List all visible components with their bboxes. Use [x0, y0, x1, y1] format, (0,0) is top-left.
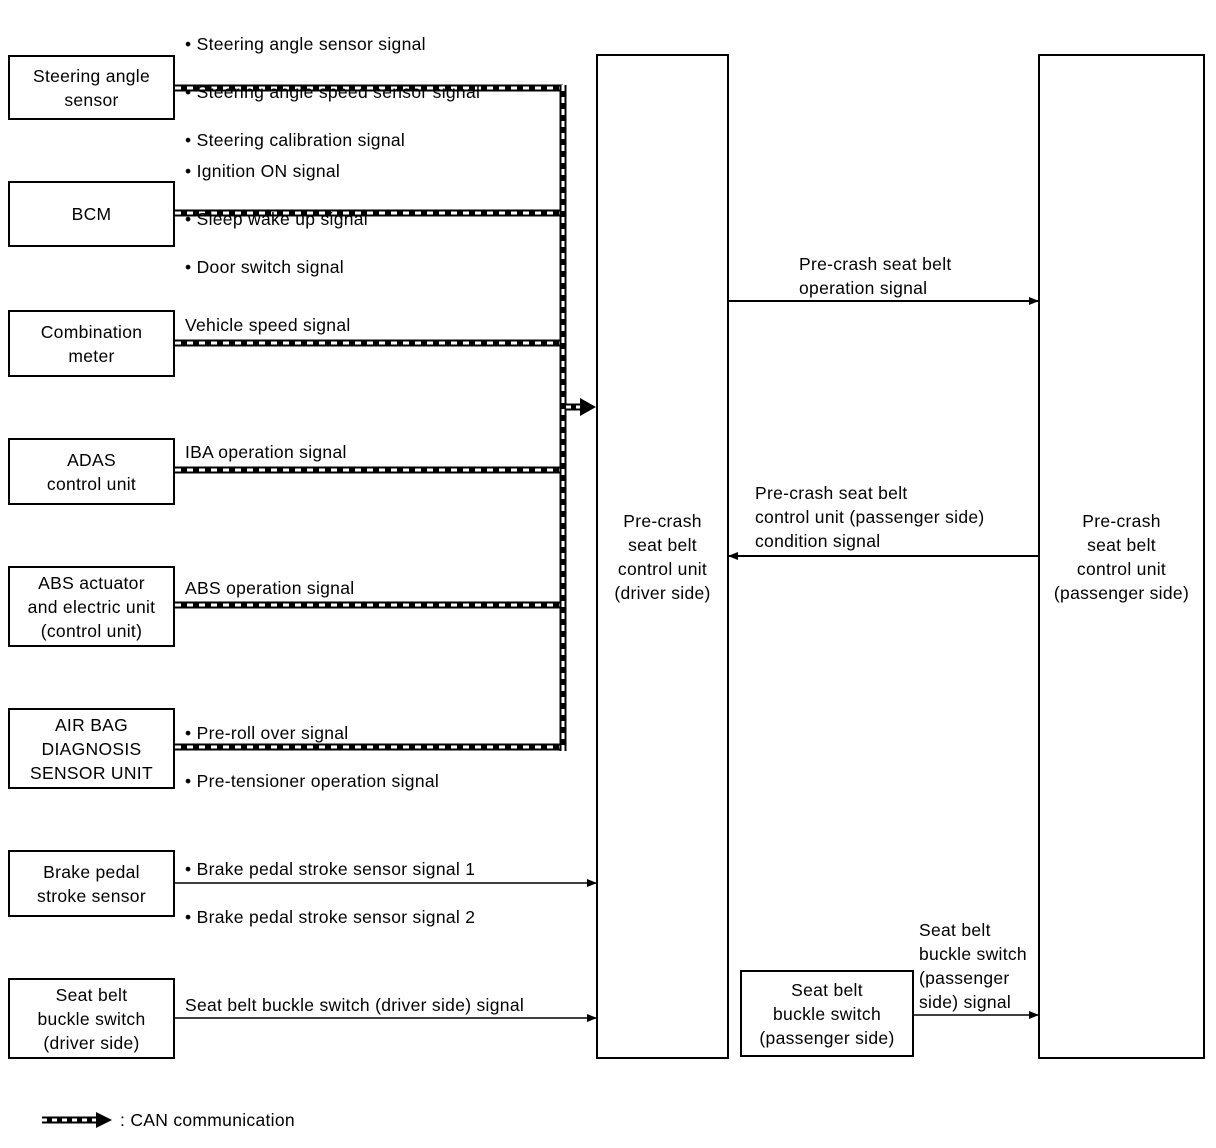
abs-actuator-label: ABS actuator and electric unit (control …	[27, 572, 156, 641]
driver-control-unit-label: Pre-crash seat belt control unit (driver…	[614, 510, 711, 603]
combination-meter-box: Combination meter	[8, 310, 175, 377]
seat-belt-buckle-driver-label: Seat belt buckle switch (driver side)	[37, 984, 146, 1053]
vehicle-speed-signal: Vehicle speed signal	[185, 315, 351, 335]
signal-item: • Sleep wake up signal	[185, 209, 368, 229]
airbag-diagnosis-label: AIR BAG DIAGNOSIS SENSOR UNIT	[30, 714, 153, 783]
driver-control-unit-box: Pre-crash seat belt control unit (driver…	[596, 54, 729, 1059]
airbag-diagnosis-box: AIR BAG DIAGNOSIS SENSOR UNIT	[8, 708, 175, 789]
signal-item: • Pre-tensioner operation signal	[185, 771, 440, 791]
passenger-control-unit-box: Pre-crash seat belt control unit (passen…	[1038, 54, 1205, 1059]
brake-pedal-signals: • Brake pedal stroke sensor signal 1 • B…	[185, 833, 475, 953]
adas-control-unit-label: ADAS control unit	[46, 449, 137, 494]
steering-angle-sensor-box: Steering angle sensor	[8, 55, 175, 120]
can-bus-lines	[175, 84, 596, 751]
brake-pedal-stroke-sensor-box: Brake pedal stroke sensor	[8, 850, 175, 917]
combination-meter-label: Combination meter	[40, 321, 143, 366]
signal-item: • Pre-roll over signal	[185, 723, 349, 743]
steering-signals: • Steering angle sensor signal • Steerin…	[185, 8, 480, 176]
signal-item: • Brake pedal stroke sensor signal 1	[185, 859, 476, 879]
signal-item: • Steering calibration signal	[185, 130, 406, 150]
seat-belt-buckle-passenger-label: Seat belt buckle switch (passenger side)	[759, 979, 895, 1048]
adas-control-unit-box: ADAS control unit	[8, 438, 175, 505]
abs-actuator-box: ABS actuator and electric unit (control …	[8, 566, 175, 647]
iba-operation-signal: IBA operation signal	[185, 442, 347, 462]
bcm-signals: • Ignition ON signal • Sleep wake up sig…	[185, 135, 368, 303]
abs-operation-signal: ABS operation signal	[185, 578, 355, 598]
bcm-label: BCM	[71, 204, 112, 224]
passenger-buckle-signal-label: Seat belt buckle switch (passenger side)…	[919, 920, 1027, 1012]
airbag-signals: • Pre-roll over signal • Pre-tensioner o…	[185, 697, 439, 817]
driver-buckle-signal: Seat belt buckle switch (driver side) si…	[185, 995, 525, 1015]
legend: : CAN communication	[40, 1108, 295, 1132]
signal-item: • Steering angle sensor signal	[185, 34, 426, 54]
signal-item: • Steering angle speed sensor signal	[185, 82, 481, 102]
seat-belt-buckle-driver-box: Seat belt buckle switch (driver side)	[8, 978, 175, 1059]
signal-item: • Ignition ON signal	[185, 161, 341, 181]
signal-item: • Door switch signal	[185, 257, 344, 277]
bcm-box: BCM	[8, 181, 175, 247]
legend-text: : CAN communication	[120, 1109, 295, 1130]
steering-angle-sensor-label: Steering angle sensor	[32, 65, 151, 110]
seat-belt-buckle-passenger-box: Seat belt buckle switch (passenger side)	[740, 970, 914, 1057]
signal-item: • Brake pedal stroke sensor signal 2	[185, 907, 476, 927]
can-communication-legend-icon	[42, 1112, 112, 1128]
can-arrow	[566, 398, 596, 416]
passenger-control-unit-label: Pre-crash seat belt control unit (passen…	[1053, 510, 1190, 603]
condition-signal-label: Pre-crash seat belt control unit (passen…	[755, 483, 985, 551]
brake-pedal-stroke-sensor-label: Brake pedal stroke sensor	[37, 861, 146, 906]
operation-signal-label: Pre-crash seat belt operation signal	[799, 254, 952, 298]
